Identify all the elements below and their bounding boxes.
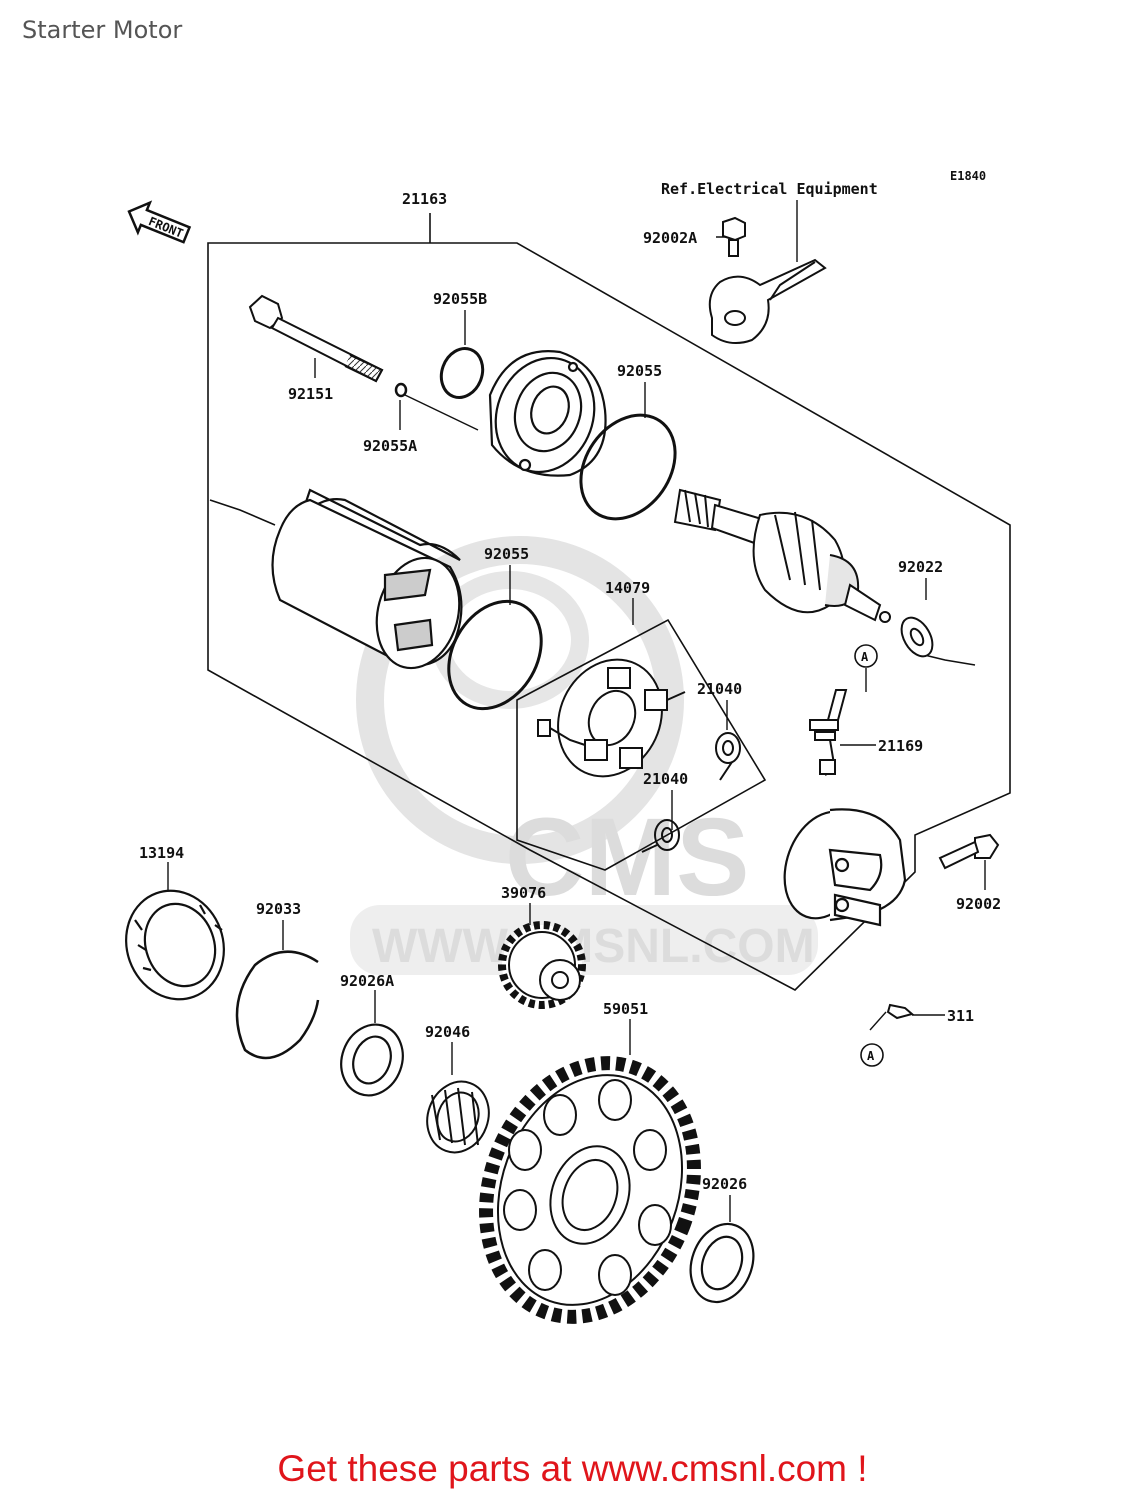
part-92046-needle-bearing [426,1080,490,1154]
label-13194: 13194 [139,844,184,862]
part-21169-terminal-bolt [809,689,848,776]
part-starter-cable-terminal [708,258,827,345]
label-21040-lower: 21040 [643,770,688,788]
part-92055-o-ring-mid [447,599,543,711]
part-92033-circlip [235,950,320,1060]
part-92002-bolt [938,833,1000,870]
part-92002A-bolt [722,216,746,257]
label-21040-upper: 21040 [697,680,742,698]
label-92026A: 92026A [340,972,394,990]
label-92055-top: 92055 [617,362,662,380]
part-92026A-washer [340,1023,404,1097]
page-title: Starter Motor [22,16,183,44]
ref-marker-a-upper-label: A [861,650,869,664]
ref-marker-a-lower-label: A [867,1049,875,1063]
part-yoke-housing [271,488,463,670]
label-92002A: 92002A [643,229,697,247]
ref-marker-a-upper: A [854,644,878,668]
label-92055A: 92055A [363,437,417,455]
label-92046: 92046 [425,1023,470,1041]
label-59051: 59051 [603,1000,648,1018]
part-92151-through-bolt [248,294,384,383]
brush-assembly-outline-14079 [516,618,767,871]
part-13194-starter-clutch [125,889,225,1001]
part-92055A-small-o-ring [394,382,408,398]
label-92151: 92151 [288,385,333,403]
part-21040-spring-lower [641,819,680,853]
part-92055-large-o-ring-top [579,413,677,521]
ref-marker-a-lower: A [860,1043,884,1067]
label-ref-electrical-equipment: Ref.Electrical Equipment [661,180,878,198]
part-labels: Ref.Electrical Equipment 21163 92002A 92… [139,180,1001,1193]
label-39076: 39076 [501,884,546,902]
part-92026-washer [689,1222,755,1304]
watermark-url: WWW.CMSNL.COM [372,920,815,973]
part-92022-washer [900,616,934,658]
part-21040-spring-upper [715,732,741,781]
part-92055B-o-ring [439,347,485,399]
part-14079-brush-holder [537,658,686,778]
part-rear-cover [783,808,907,927]
label-92055B: 92055B [433,290,487,308]
part-39076-idle-gear [498,921,586,1009]
label-92002: 92002 [956,895,1001,913]
label-92055-mid: 92055 [484,545,529,563]
front-arrow: FRONT [127,200,192,244]
part-front-cover [488,350,607,477]
diagram-code: E1840 [950,169,986,183]
label-92026: 92026 [702,1175,747,1193]
label-92022: 92022 [898,558,943,576]
part-59051-starter-gear [479,1056,701,1324]
part-311-key [886,1003,915,1020]
label-92033: 92033 [256,900,301,918]
label-21163: 21163 [402,190,447,208]
label-14079: 14079 [605,579,650,597]
part-armature [673,488,891,623]
cta-link[interactable]: Get these parts at www.cmsnl.com ! [277,1448,868,1489]
label-21169: 21169 [878,737,923,755]
label-311: 311 [947,1007,974,1025]
